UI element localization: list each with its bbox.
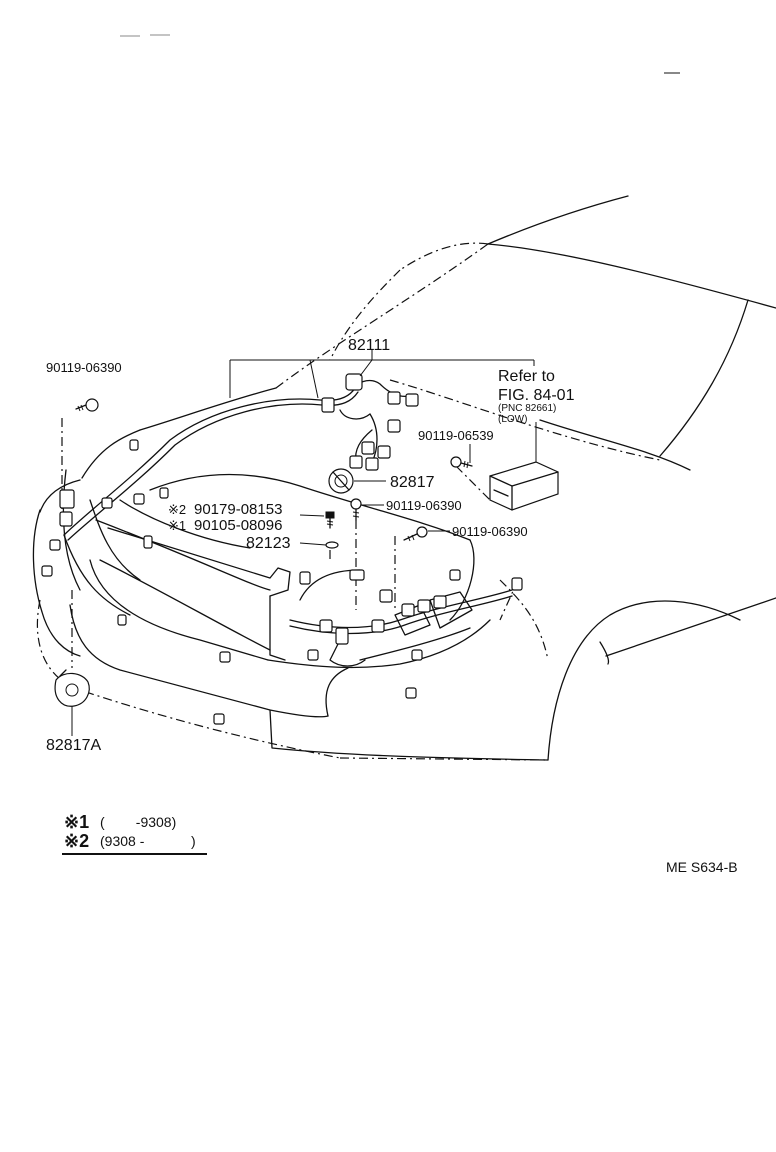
legend: ※1 ( -9308) ※2 (9308 - ) bbox=[62, 812, 207, 855]
label-refer-to: Refer to bbox=[498, 368, 555, 385]
label-bolt-right: 90119-06390 bbox=[452, 524, 528, 539]
car-body-outline bbox=[32, 195, 776, 761]
label-pnc-82661: (PNC 82661) bbox=[498, 403, 556, 414]
legend-row1-mark: ※1 bbox=[64, 812, 89, 832]
label-82817a: 82817A bbox=[46, 737, 101, 754]
clamp-82817a-part bbox=[54, 669, 90, 707]
label-bolt-alt1: 90105-08096 bbox=[194, 517, 282, 534]
label-82111: 82111 bbox=[348, 337, 390, 354]
figure-code: ME S634-B bbox=[666, 859, 738, 875]
label-bolt-06539: 90119-06539 bbox=[418, 428, 494, 443]
label-bolt-top-left: 90119-06390 bbox=[46, 360, 122, 375]
label-82817: 82817 bbox=[390, 474, 435, 491]
legend-row2-range: (9308 - ) bbox=[100, 833, 196, 849]
leader-lines bbox=[71, 350, 537, 736]
wire-harness-82111 bbox=[63, 379, 513, 667]
bolts bbox=[75, 398, 473, 549]
label-bolt-alt1-mark: ※1 bbox=[168, 518, 186, 533]
label-bolt-alt2-mark: ※2 bbox=[168, 502, 186, 517]
label-bolt-mid: 90119-06390 bbox=[386, 498, 462, 513]
clamp-82817-part bbox=[328, 468, 354, 494]
label-82123: 82123 bbox=[246, 535, 291, 552]
label-fig-84-01: FIG. 84-01 bbox=[498, 387, 575, 404]
harness-connectors bbox=[41, 373, 523, 725]
label-low: (LOW) bbox=[498, 414, 527, 425]
legend-row1-range: ( -9308) bbox=[100, 814, 176, 830]
label-bolt-alt2: 90179-08153 bbox=[194, 501, 282, 518]
part-labels: 82111 Refer to FIG. 84-01 (PNC 82661) (L… bbox=[46, 337, 575, 754]
scan-marks bbox=[120, 34, 680, 74]
relay-block bbox=[489, 461, 559, 511]
legend-row2-mark: ※2 bbox=[64, 831, 89, 851]
